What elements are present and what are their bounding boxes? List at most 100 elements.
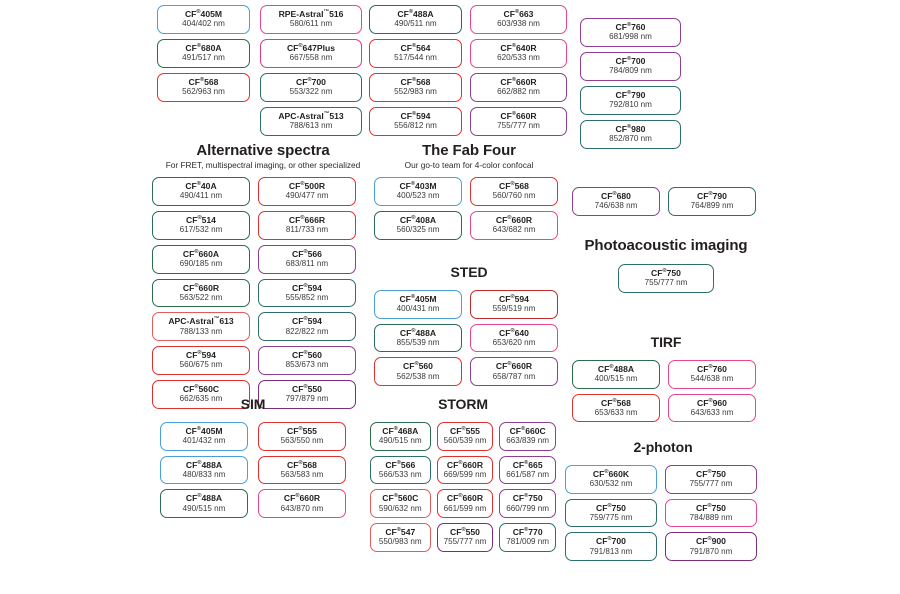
dye-chip-spectra: 788/613 nm bbox=[289, 120, 333, 130]
trademark-mark: ® bbox=[707, 468, 712, 475]
dye-chip-spectra: 811/733 nm bbox=[285, 224, 329, 234]
dye-chip-name: CF®980 bbox=[615, 123, 646, 134]
dye-chip-spectra: 400/431 nm bbox=[396, 303, 440, 313]
trademark-mark: ® bbox=[298, 42, 303, 49]
dye-chip-name: CF®660R bbox=[500, 110, 537, 121]
group-title-spacer bbox=[572, 352, 760, 354]
dye-chip-name: CF®660R bbox=[182, 282, 220, 293]
dye-chip-spectra: 560/539 nm bbox=[443, 435, 487, 445]
dye-chip-spectra: 658/787 nm bbox=[492, 371, 536, 381]
dye-chip-spectra: 517/544 nm bbox=[394, 53, 437, 63]
dye-chip-name: CF®40A bbox=[185, 180, 217, 191]
group-title: STED bbox=[450, 264, 488, 280]
trademark-mark: ® bbox=[303, 316, 308, 323]
dye-chip-spectra: 755/777 nm bbox=[644, 277, 688, 287]
group-title: 2-photon bbox=[633, 439, 693, 455]
trademark-mark: ® bbox=[300, 214, 305, 221]
dye-chip-name: CF®750 bbox=[512, 493, 543, 504]
trademark-mark: ® bbox=[298, 425, 303, 432]
dye-chip-spectra: 620/533 nm bbox=[497, 53, 540, 63]
dye-chip-spectra: 653/620 nm bbox=[492, 337, 536, 347]
dye-chip-spectra: 617/532 nm bbox=[179, 224, 223, 234]
